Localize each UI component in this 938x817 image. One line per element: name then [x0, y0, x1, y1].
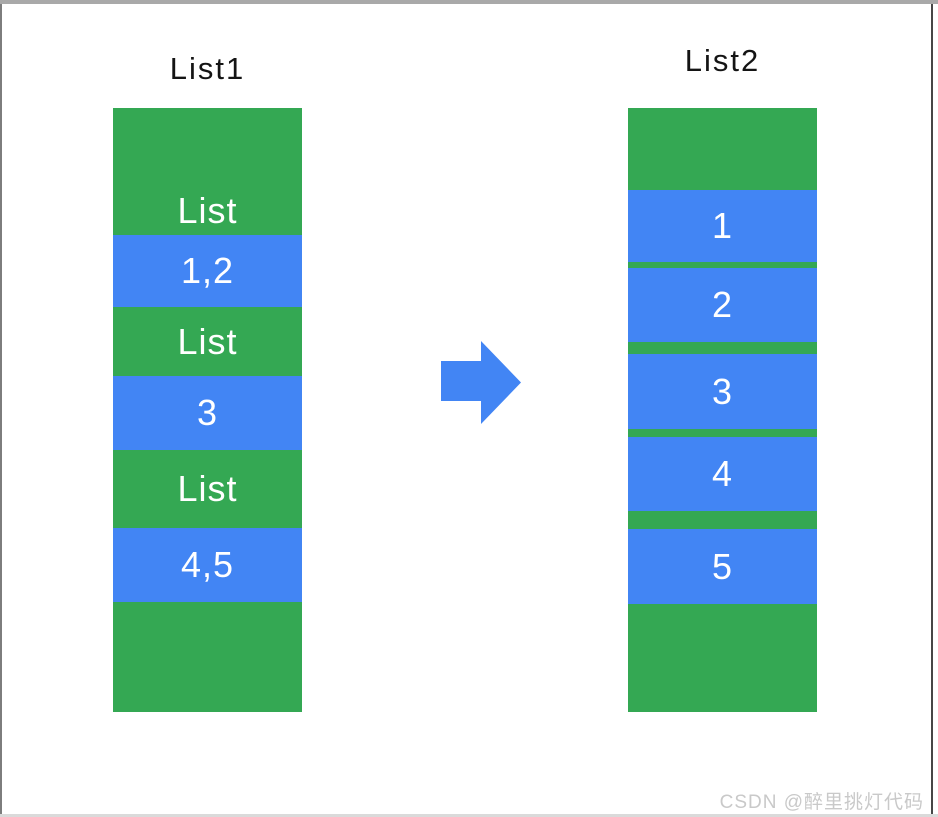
list1-segment-5-label: 4,5 [180, 544, 235, 585]
list2-segment-4 [628, 342, 817, 354]
list2-column: 1 2 3 4 5 [628, 108, 817, 712]
list2-segment-5-label: 3 [711, 370, 734, 412]
frame-left-border [0, 4, 2, 814]
list2-title: List2 [684, 43, 761, 78]
list1-segment-6 [113, 602, 302, 712]
list2-segment-5: 3 [628, 354, 817, 429]
list1-segment-2: List [113, 307, 302, 376]
list2-segment-7-label: 4 [711, 453, 734, 494]
frame-bottom-border [0, 814, 938, 817]
list1-segment-3-label: 3 [196, 392, 219, 433]
list2-segment-2 [628, 262, 817, 268]
list1-segment-4-label: List [177, 468, 238, 509]
watermark: CSDN @醉里挑灯代码 [719, 792, 924, 813]
list2-segment-7: 4 [628, 437, 817, 511]
arrow-right-icon [441, 341, 521, 424]
list1-segment-1: 1,2 [113, 235, 302, 307]
list1-segment-4: List [113, 450, 302, 528]
list2-segment-3: 2 [628, 268, 817, 342]
list2-segment-1: 1 [628, 190, 817, 262]
list2-segment-3-label: 2 [711, 284, 734, 325]
list2-segment-9-label: 5 [711, 545, 734, 587]
list2-segment-8 [628, 511, 817, 529]
list1-segment-1-label: 1,2 [180, 250, 235, 291]
list1-segment-2-label: List [177, 320, 238, 362]
list2-segment-9: 5 [628, 529, 817, 604]
list2-segment-6 [628, 429, 817, 437]
frame-right-border [931, 4, 933, 814]
list1-segment-0: List [113, 108, 302, 235]
list1-segment-0-label: List [177, 190, 238, 231]
list2-segment-0 [628, 108, 817, 190]
list2-segment-10 [628, 604, 817, 712]
list1-title: List1 [169, 51, 246, 86]
list1-segment-3: 3 [113, 376, 302, 450]
list2-segment-1-label: 1 [711, 205, 734, 246]
frame-top-border [0, 0, 938, 4]
list1-segment-5: 4,5 [113, 528, 302, 602]
